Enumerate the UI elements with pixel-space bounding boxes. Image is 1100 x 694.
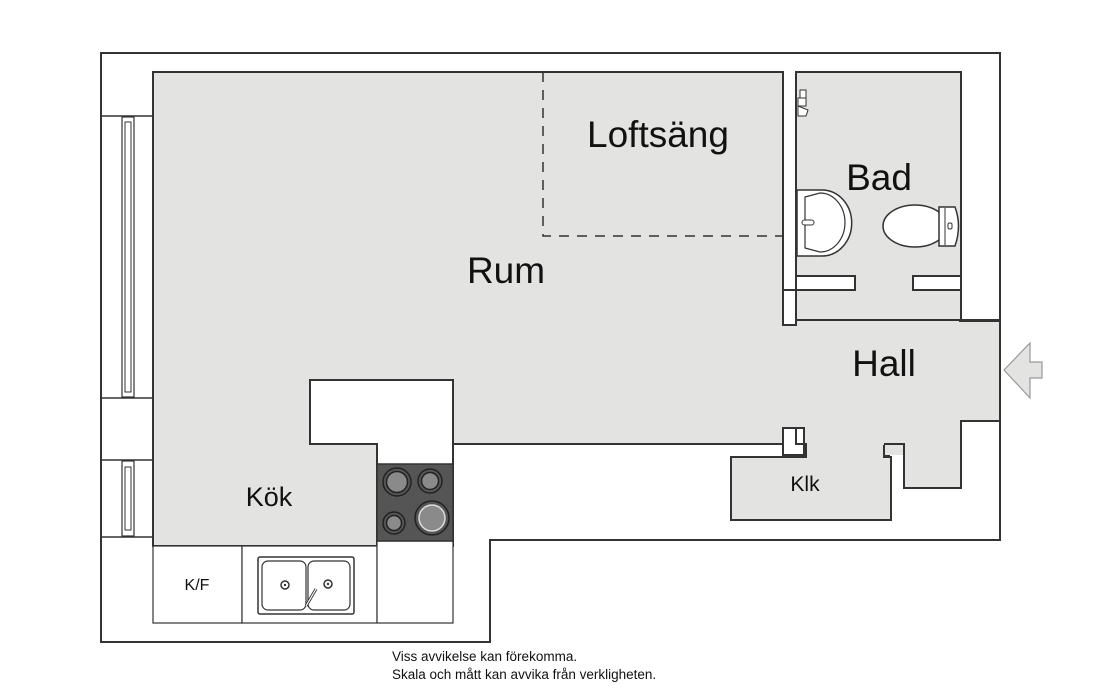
entrance-arrow-icon — [1003, 341, 1043, 400]
room-label-rum: Rum — [467, 250, 545, 291]
stove-icon — [376, 463, 454, 542]
toilet-icon — [882, 204, 960, 248]
room-label-hall: Hall — [852, 343, 916, 384]
shower-fixture-icon — [797, 89, 809, 117]
disclaimer-line-2: Skala och mått kan avvika från verklighe… — [392, 667, 657, 682]
disclaimer-line-1: Viss avvikelse kan förekomma. — [392, 649, 578, 664]
room-label-bad: Bad — [846, 157, 912, 198]
washbasin-icon — [796, 189, 853, 257]
fridge-freezer — [152, 545, 243, 624]
room-label-kok: Kök — [246, 482, 293, 512]
hall-extension — [885, 445, 904, 455]
appliance-label-kf: K/F — [185, 577, 210, 594]
window-small — [101, 459, 153, 538]
hall-extension — [806, 430, 904, 445]
window-large — [101, 115, 153, 399]
room-label-klk: Klk — [790, 473, 820, 496]
counter-right — [376, 540, 454, 624]
sink-icon — [257, 556, 355, 615]
wall-stub — [782, 289, 797, 326]
disclaimer: Viss avvikelse kan förekomma. Skala och … — [392, 648, 656, 684]
wall-stub — [795, 275, 856, 291]
hall-extension — [905, 422, 960, 487]
room-label-loftsang: Loftsäng — [587, 114, 729, 155]
hall-outline — [796, 420, 1000, 489]
loft-bed-outline — [542, 72, 783, 237]
